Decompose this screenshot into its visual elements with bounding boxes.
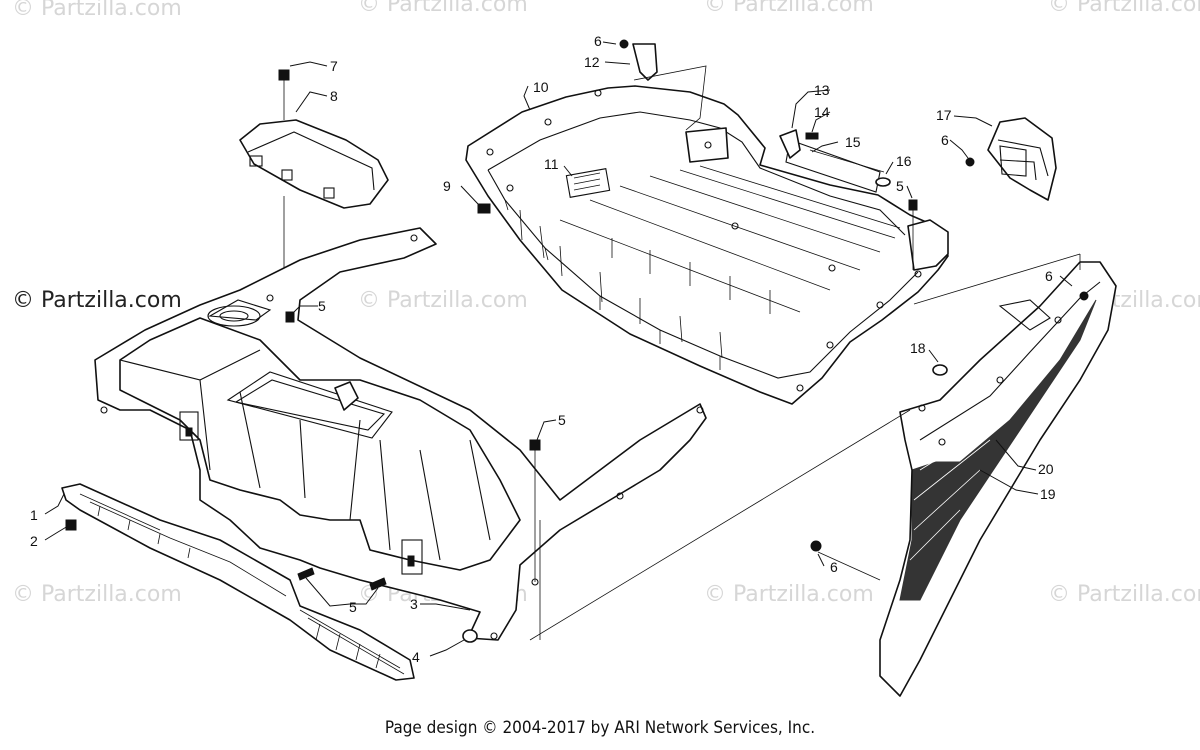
watermark: © Partzilla.com xyxy=(358,0,528,17)
nut-icon xyxy=(1079,291,1089,301)
watermark: © Partzilla.com xyxy=(704,0,874,17)
callout-20: 20 xyxy=(1038,461,1054,477)
callout-5: 5 xyxy=(349,599,357,615)
screw-icon xyxy=(908,199,918,211)
grommet-icon xyxy=(875,177,891,187)
callout-labels: 7 8 6 12 10 11 9 13 14 15 16 5 17 6 6 18… xyxy=(30,33,1056,665)
watermark: © Partzilla.com xyxy=(1048,0,1200,17)
callout-6: 6 xyxy=(1045,268,1053,284)
watermark: © Partzilla.com xyxy=(12,0,182,21)
callout-2: 2 xyxy=(30,533,38,549)
callout-10: 10 xyxy=(533,79,549,95)
callout-7: 7 xyxy=(330,58,338,74)
callout-6: 6 xyxy=(594,33,602,49)
nut-icon xyxy=(965,157,975,167)
callout-13: 13 xyxy=(814,82,830,98)
callout-4: 4 xyxy=(412,649,420,665)
callout-5: 5 xyxy=(318,298,326,314)
callout-14: 14 xyxy=(814,104,830,120)
rear-grille xyxy=(61,483,415,681)
watermark: © Partzilla.com xyxy=(12,582,182,607)
callout-15: 15 xyxy=(845,134,861,150)
leader-lines xyxy=(44,41,1073,657)
watermark: © Partzilla.com xyxy=(704,582,874,607)
clamp xyxy=(779,129,801,159)
watermark-partzilla: © Partzilla.com xyxy=(12,288,182,313)
screw-icon xyxy=(297,567,315,581)
callout-6: 6 xyxy=(941,132,949,148)
clip-icon xyxy=(477,203,491,214)
mounting-bracket xyxy=(785,139,881,193)
clip-icon xyxy=(65,519,77,531)
callout-17: 17 xyxy=(936,107,952,123)
mount-plate xyxy=(685,127,729,163)
callout-5: 5 xyxy=(558,412,566,428)
watermark: © Partzilla.com xyxy=(358,288,528,313)
nut-icon xyxy=(810,540,822,552)
nut-icon xyxy=(619,39,629,49)
screw-icon xyxy=(278,69,290,81)
callout-8: 8 xyxy=(330,88,338,104)
rear-body-panel xyxy=(94,227,707,643)
screw-icon xyxy=(805,132,819,140)
callout-9: 9 xyxy=(443,178,451,194)
callout-11: 11 xyxy=(544,156,559,172)
callout-16: 16 xyxy=(896,153,912,169)
plug-icon xyxy=(932,364,948,376)
callout-18: 18 xyxy=(910,340,926,356)
callout-3: 3 xyxy=(410,596,418,612)
callout-6: 6 xyxy=(830,559,838,575)
watermark: © Partzilla.com xyxy=(1048,582,1200,607)
page-footer: Page design © 2004-2017 by ARI Network S… xyxy=(384,718,816,738)
screw-icon xyxy=(285,311,295,323)
callout-19: 19 xyxy=(1040,486,1056,502)
bracket xyxy=(632,43,658,81)
callout-12: 12 xyxy=(584,54,600,70)
callout-5: 5 xyxy=(896,178,904,194)
side-panel xyxy=(810,261,1117,697)
tail-light xyxy=(965,117,1057,201)
screw-icon xyxy=(529,439,541,451)
screw-icon xyxy=(369,577,387,591)
callout-1: 1 xyxy=(30,507,38,523)
grommet-icon xyxy=(462,629,478,643)
